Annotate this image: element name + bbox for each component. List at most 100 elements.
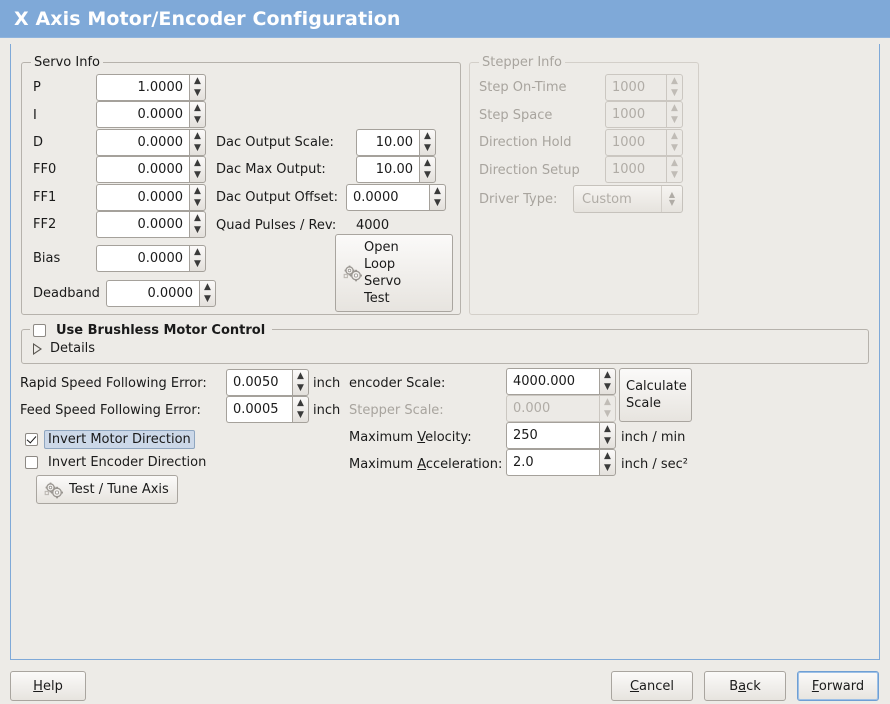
dac-output-offset-value[interactable]: 0.0000 xyxy=(346,184,429,211)
spin-down-icon[interactable]: ▼ xyxy=(194,88,201,99)
maximum-velocity-value[interactable]: 250 xyxy=(506,422,599,449)
feed-speed-following-error-value[interactable]: 0.0005 xyxy=(226,396,292,423)
rapid-speed-following-error-field[interactable]: 0.0050 ▲ ▼ xyxy=(226,369,309,396)
back-rest: ck xyxy=(746,678,761,694)
servo-field-ff0[interactable]: 0.0000 ▲ ▼ xyxy=(96,156,206,183)
spin-down-icon[interactable]: ▼ xyxy=(194,225,201,236)
servo-field-d-spinner[interactable]: ▲ ▼ xyxy=(189,129,206,156)
servo-field-p-spinner[interactable]: ▲ ▼ xyxy=(189,74,206,101)
spin-up-icon[interactable]: ▲ xyxy=(434,185,441,196)
servo-field-bias-value[interactable]: 0.0000 xyxy=(96,245,189,272)
spin-down-icon[interactable]: ▼ xyxy=(424,170,431,181)
maximum-velocity-field[interactable]: 250 ▲ ▼ xyxy=(506,422,616,449)
servo-field-i[interactable]: 0.0000 ▲ ▼ xyxy=(96,101,206,128)
spin-up-icon[interactable]: ▲ xyxy=(194,75,201,86)
servo-field-ff1-value[interactable]: 0.0000 xyxy=(96,184,189,211)
forward-button[interactable]: Forward xyxy=(797,671,879,701)
maximum-velocity-mnemonic: V xyxy=(417,430,426,445)
servo-field-deadband-value[interactable]: 0.0000 xyxy=(106,280,199,307)
help-button[interactable]: Help xyxy=(10,671,86,701)
spin-up-icon[interactable]: ▲ xyxy=(604,369,611,380)
servo-field-p-value[interactable]: 1.0000 xyxy=(96,74,189,101)
servo-field-bias-spinner[interactable]: ▲ ▼ xyxy=(189,245,206,272)
servo-field-label-ff2: FF2 xyxy=(33,217,57,232)
spin-down-icon[interactable]: ▼ xyxy=(604,382,611,393)
spin-up-icon[interactable]: ▲ xyxy=(204,281,211,292)
spin-down-icon[interactable]: ▼ xyxy=(424,143,431,154)
servo-field-i-spinner[interactable]: ▲ ▼ xyxy=(189,101,206,128)
maximum-acceleration-value[interactable]: 2.0 xyxy=(506,449,599,476)
servo-field-i-value[interactable]: 0.0000 xyxy=(96,101,189,128)
servo-field-bias[interactable]: 0.0000 ▲ ▼ xyxy=(96,245,206,272)
spin-down-icon[interactable]: ▼ xyxy=(434,198,441,209)
servo-field-deadband[interactable]: 0.0000 ▲ ▼ xyxy=(106,280,216,307)
spin-down-icon: ▼ xyxy=(671,115,678,126)
spin-up-icon[interactable]: ▲ xyxy=(604,423,611,434)
spin-up-icon[interactable]: ▲ xyxy=(424,157,431,168)
spin-down-icon[interactable]: ▼ xyxy=(604,436,611,447)
spin-down-icon[interactable]: ▼ xyxy=(297,383,304,394)
spin-down-icon[interactable]: ▼ xyxy=(604,463,611,474)
spin-down-icon[interactable]: ▼ xyxy=(194,170,201,181)
spin-down-icon[interactable]: ▼ xyxy=(194,143,201,154)
maximum-velocity-spinner[interactable]: ▲ ▼ xyxy=(599,422,616,449)
encoder-scale-value[interactable]: 4000.000 xyxy=(506,368,599,395)
feed-speed-following-error-field[interactable]: 0.0005 ▲ ▼ xyxy=(226,396,309,423)
rapid-speed-following-error-value[interactable]: 0.0050 xyxy=(226,369,292,396)
spin-up-icon[interactable]: ▲ xyxy=(194,246,201,257)
back-button[interactable]: Back xyxy=(704,671,786,701)
servo-field-p[interactable]: 1.0000 ▲ ▼ xyxy=(96,74,206,101)
checkbox-box[interactable] xyxy=(25,433,38,446)
servo-field-ff2-spinner[interactable]: ▲ ▼ xyxy=(189,211,206,238)
maximum-acceleration-field[interactable]: 2.0 ▲ ▼ xyxy=(506,449,616,476)
spin-up-icon[interactable]: ▲ xyxy=(194,157,201,168)
servo-field-ff0-spinner[interactable]: ▲ ▼ xyxy=(189,156,206,183)
servo-field-ff0-value[interactable]: 0.0000 xyxy=(96,156,189,183)
dac-max-output-field[interactable]: 10.00 ▲ ▼ xyxy=(356,156,436,183)
dac-output-scale-field[interactable]: 10.00 ▲ ▼ xyxy=(356,129,436,156)
dac-output-offset-spinner[interactable]: ▲ ▼ xyxy=(429,184,446,211)
test-tune-axis-button[interactable]: Test / Tune Axis xyxy=(36,475,178,504)
dac-output-offset-field[interactable]: 0.0000 ▲ ▼ xyxy=(346,184,446,211)
servo-field-ff1[interactable]: 0.0000 ▲ ▼ xyxy=(96,184,206,211)
spin-up-icon[interactable]: ▲ xyxy=(604,450,611,461)
spin-down-icon[interactable]: ▼ xyxy=(194,198,201,209)
dac-output-scale-value[interactable]: 10.00 xyxy=(356,129,419,156)
servo-field-deadband-spinner[interactable]: ▲ ▼ xyxy=(199,280,216,307)
invert-motor-direction-checkbox[interactable]: Invert Motor Direction xyxy=(25,430,195,449)
spin-up-icon[interactable]: ▲ xyxy=(194,185,201,196)
servo-field-d-value[interactable]: 0.0000 xyxy=(96,129,189,156)
spin-up-icon[interactable]: ▲ xyxy=(194,212,201,223)
spin-down-icon[interactable]: ▼ xyxy=(194,115,201,126)
checkbox-box[interactable] xyxy=(33,324,46,337)
dac-max-output-spinner[interactable]: ▲ ▼ xyxy=(419,156,436,183)
dac-max-output-value[interactable]: 10.00 xyxy=(356,156,419,183)
servo-field-d[interactable]: 0.0000 ▲ ▼ xyxy=(96,129,206,156)
cancel-button[interactable]: Cancel xyxy=(611,671,693,701)
dac-output-scale-spinner[interactable]: ▲ ▼ xyxy=(419,129,436,156)
spin-up-icon[interactable]: ▲ xyxy=(297,370,304,381)
feed-speed-following-error-spinner[interactable]: ▲ ▼ xyxy=(292,396,309,423)
maximum-acceleration-spinner[interactable]: ▲ ▼ xyxy=(599,449,616,476)
calculate-scale-button[interactable]: Calculate Scale xyxy=(619,368,692,422)
spin-up-icon[interactable]: ▲ xyxy=(424,130,431,141)
spin-up-icon[interactable]: ▲ xyxy=(297,397,304,408)
rapid-speed-following-error-spinner[interactable]: ▲ ▼ xyxy=(292,369,309,396)
spin-down-icon[interactable]: ▼ xyxy=(194,259,201,270)
spin-up-icon[interactable]: ▲ xyxy=(194,102,201,113)
use-brushless-motor-control-checkbox[interactable]: Use Brushless Motor Control xyxy=(30,321,273,340)
encoder-scale-spinner[interactable]: ▲ ▼ xyxy=(599,368,616,395)
spin-down-icon[interactable]: ▼ xyxy=(297,410,304,421)
checkbox-box[interactable] xyxy=(25,456,38,469)
direction-hold-spinner: ▲ ▼ xyxy=(666,129,683,156)
spin-down-icon[interactable]: ▼ xyxy=(204,294,211,305)
servo-field-ff2-value[interactable]: 0.0000 xyxy=(96,211,189,238)
servo-field-ff2[interactable]: 0.0000 ▲ ▼ xyxy=(96,211,206,238)
chevron-right-icon[interactable] xyxy=(33,343,42,355)
open-loop-servo-test-button[interactable]: Open Loop Servo Test xyxy=(335,234,453,312)
servo-field-ff1-spinner[interactable]: ▲ ▼ xyxy=(189,184,206,211)
invert-encoder-direction-checkbox[interactable]: Invert Encoder Direction xyxy=(25,453,210,472)
spin-up-icon[interactable]: ▲ xyxy=(194,130,201,141)
encoder-scale-field[interactable]: 4000.000 ▲ ▼ xyxy=(506,368,616,395)
details-expander[interactable]: Details xyxy=(33,341,95,357)
